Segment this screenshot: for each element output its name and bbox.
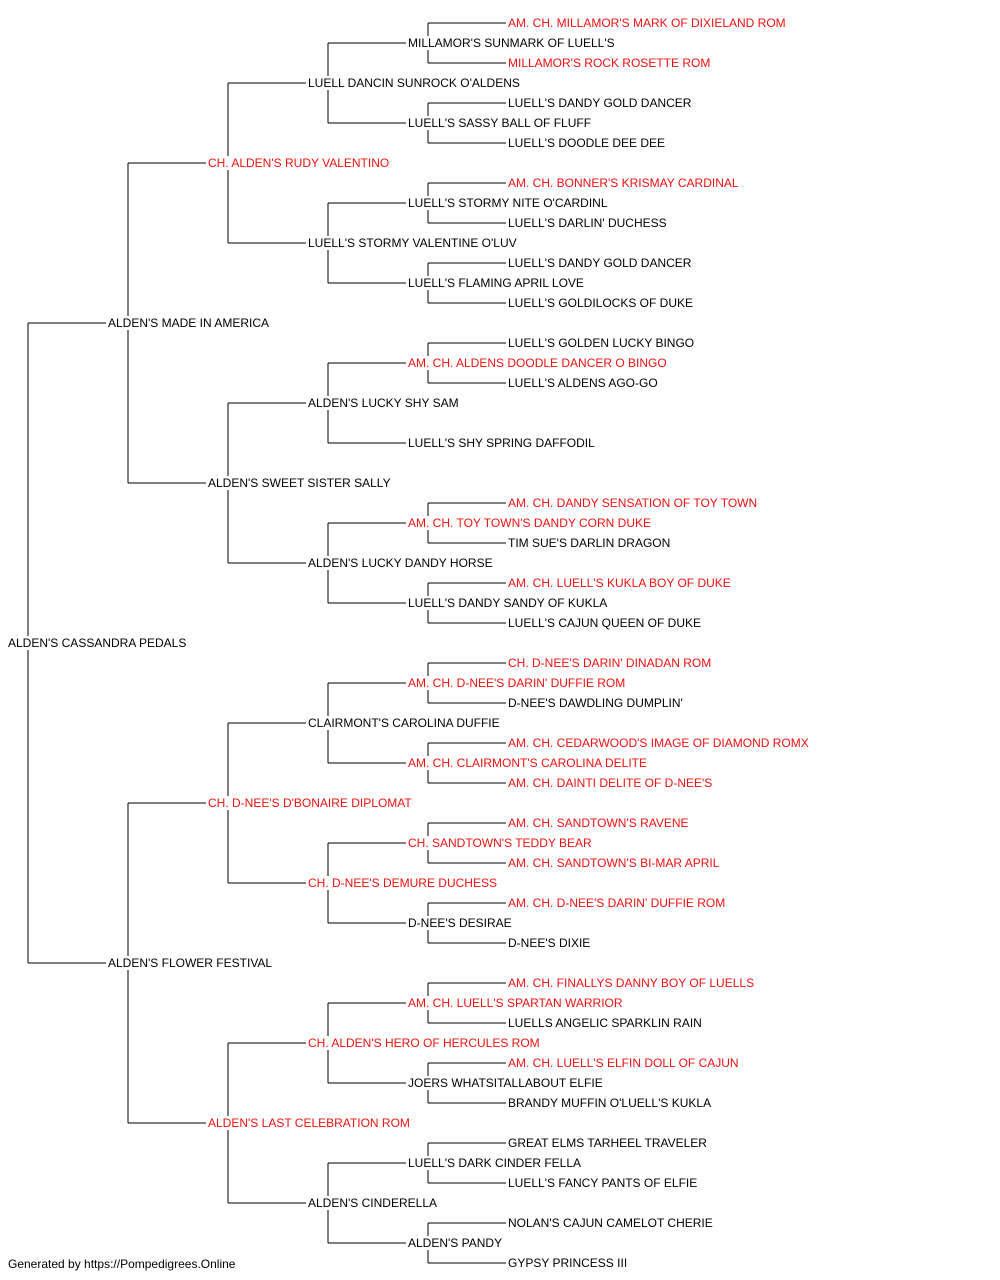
gen3-sire-name: CH. ALDEN'S HERO OF HERCULES ROM bbox=[308, 1036, 540, 1050]
gen5-sire-name: AM. CH. MILLAMOR'S MARK OF DIXIELAND ROM bbox=[508, 16, 786, 30]
gen3-sire-name: CLAIRMONT'S CAROLINA DUFFIE bbox=[308, 716, 500, 730]
gen5-dam-name: LUELLS ANGELIC SPARKLIN RAIN bbox=[508, 1016, 702, 1030]
gen3-sire-name: LUELL DANCIN SUNROCK O'ALDENS bbox=[308, 76, 520, 90]
gen5-dam-name: LUELL'S DOODLE DEE DEE bbox=[508, 136, 666, 150]
gen5-sire-name: AM. CH. DANDY SENSATION OF TOY TOWN bbox=[508, 496, 758, 510]
gen2-sire-name: CH. D-NEE'S D'BONAIRE DIPLOMAT bbox=[208, 796, 412, 810]
gen4-sire-name: LUELL'S STORMY NITE O'CARDINL bbox=[408, 196, 608, 210]
gen5-dam-name: MILLAMOR'S ROCK ROSETTE ROM bbox=[508, 56, 711, 70]
gen3-dam-name: CH. D-NEE'S DEMURE DUCHESS bbox=[308, 876, 497, 890]
gen3-sire-name: ALDEN'S LUCKY SHY SAM bbox=[308, 396, 459, 410]
gen4-dam-name: JOERS WHATSITALLABOUT ELFIE bbox=[408, 1076, 603, 1090]
gen3-dam-name: ALDEN'S CINDERELLA bbox=[308, 1196, 437, 1210]
gen5-sire-name: AM. CH. LUELL'S KUKLA BOY OF DUKE bbox=[508, 576, 731, 590]
gen4-dam-name: D-NEE'S DESIRAE bbox=[408, 916, 512, 930]
gen4-sire-name: CH. SANDTOWN'S TEDDY BEAR bbox=[408, 836, 592, 850]
gen4-sire-name: LUELL'S DARK CINDER FELLA bbox=[408, 1156, 582, 1170]
gen4-dam-name: ALDEN'S PANDY bbox=[408, 1236, 503, 1250]
gen4-dam-name: LUELL'S DANDY SANDY OF KUKLA bbox=[408, 596, 608, 610]
gen5-sire-name: CH. D-NEE'S DARIN' DINADAN ROM bbox=[508, 656, 712, 670]
gen2-sire-name: CH. ALDEN'S RUDY VALENTINO bbox=[208, 156, 390, 170]
gen4-sire-name: MILLAMOR'S SUNMARK OF LUELL'S bbox=[408, 36, 615, 50]
gen5-dam-name: LUELL'S GOLDILOCKS OF DUKE bbox=[508, 296, 694, 310]
gen5-dam-name: TIM SUE'S DARLIN DRAGON bbox=[508, 536, 671, 550]
gen5-dam-name: D-NEE'S DAWDLING DUMPLIN' bbox=[508, 696, 683, 710]
subject-name: ALDEN'S CASSANDRA PEDALS bbox=[8, 636, 187, 650]
gen5-sire-name: AM. CH. FINALLYS DANNY BOY OF LUELLS bbox=[508, 976, 755, 990]
gen4-sire-name: AM. CH. ALDENS DOODLE DANCER O BINGO bbox=[408, 356, 667, 370]
gen5-dam-name: BRANDY MUFFIN O'LUELL'S KUKLA bbox=[508, 1096, 712, 1110]
gen5-sire-name: NOLAN'S CAJUN CAMELOT CHERIE bbox=[508, 1216, 713, 1230]
gen2-dam-name: ALDEN'S SWEET SISTER SALLY bbox=[208, 476, 391, 490]
gen5-dam-name: LUELL'S FANCY PANTS OF ELFIE bbox=[508, 1176, 698, 1190]
gen5-sire-name: LUELL'S GOLDEN LUCKY BINGO bbox=[508, 336, 695, 350]
gen5-sire-name: AM. CH. BONNER'S KRISMAY CARDINAL bbox=[508, 176, 739, 190]
gen5-dam-name: GYPSY PRINCESS III bbox=[508, 1256, 628, 1270]
gen5-sire-name: LUELL'S DANDY GOLD DANCER bbox=[508, 256, 692, 270]
gen5-sire-name: AM. CH. LUELL'S ELFIN DOLL OF CAJUN bbox=[508, 1056, 739, 1070]
generated-by-footer: Generated by https://Pompedigrees.Online bbox=[8, 1257, 236, 1271]
gen5-sire-name: AM. CH. SANDTOWN'S RAVENE bbox=[508, 816, 689, 830]
gen5-dam-name: LUELL'S DARLIN' DUCHESS bbox=[508, 216, 667, 230]
gen5-sire-name: GREAT ELMS TARHEEL TRAVELER bbox=[508, 1136, 707, 1150]
gen5-dam-name: LUELL'S CAJUN QUEEN OF DUKE bbox=[508, 616, 702, 630]
gen5-sire-name: AM. CH. D-NEE'S DARIN' DUFFIE ROM bbox=[508, 896, 726, 910]
gen5-dam-name: AM. CH. DAINTI DELITE OF D-NEE'S bbox=[508, 776, 713, 790]
gen5-sire-name: AM. CH. CEDARWOOD'S IMAGE OF DIAMOND ROM… bbox=[508, 736, 809, 750]
gen4-sire-name: AM. CH. TOY TOWN'S DANDY CORN DUKE bbox=[408, 516, 651, 530]
gen4-sire-name: AM. CH. LUELL'S SPARTAN WARRIOR bbox=[408, 996, 623, 1010]
gen2-dam-name: ALDEN'S LAST CELEBRATION ROM bbox=[208, 1116, 410, 1130]
gen4-dam-name: AM. CH. CLAIRMONT'S CAROLINA DELITE bbox=[408, 756, 647, 770]
gen5-dam-name: LUELL'S ALDENS AGO-GO bbox=[508, 376, 658, 390]
gen4-dam-name: LUELL'S SASSY BALL OF FLUFF bbox=[408, 116, 592, 130]
gen5-sire-name: LUELL'S DANDY GOLD DANCER bbox=[508, 96, 692, 110]
gen4-dam-name: LUELL'S FLAMING APRIL LOVE bbox=[408, 276, 584, 290]
gen1-dam-name: ALDEN'S FLOWER FESTIVAL bbox=[108, 956, 273, 970]
gen4-sire-name: AM. CH. D-NEE'S DARIN' DUFFIE ROM bbox=[408, 676, 626, 690]
gen5-dam-name: AM. CH. SANDTOWN'S BI-MAR APRIL bbox=[508, 856, 720, 870]
gen1-sire-name: ALDEN'S MADE IN AMERICA bbox=[108, 316, 269, 330]
gen3-dam-name: ALDEN'S LUCKY DANDY HORSE bbox=[308, 556, 493, 570]
gen4-dam-name: LUELL'S SHY SPRING DAFFODIL bbox=[408, 436, 595, 450]
gen3-dam-name: LUELL'S STORMY VALENTINE O'LUV bbox=[308, 236, 517, 250]
gen5-dam-name: D-NEE'S DIXIE bbox=[508, 936, 591, 950]
